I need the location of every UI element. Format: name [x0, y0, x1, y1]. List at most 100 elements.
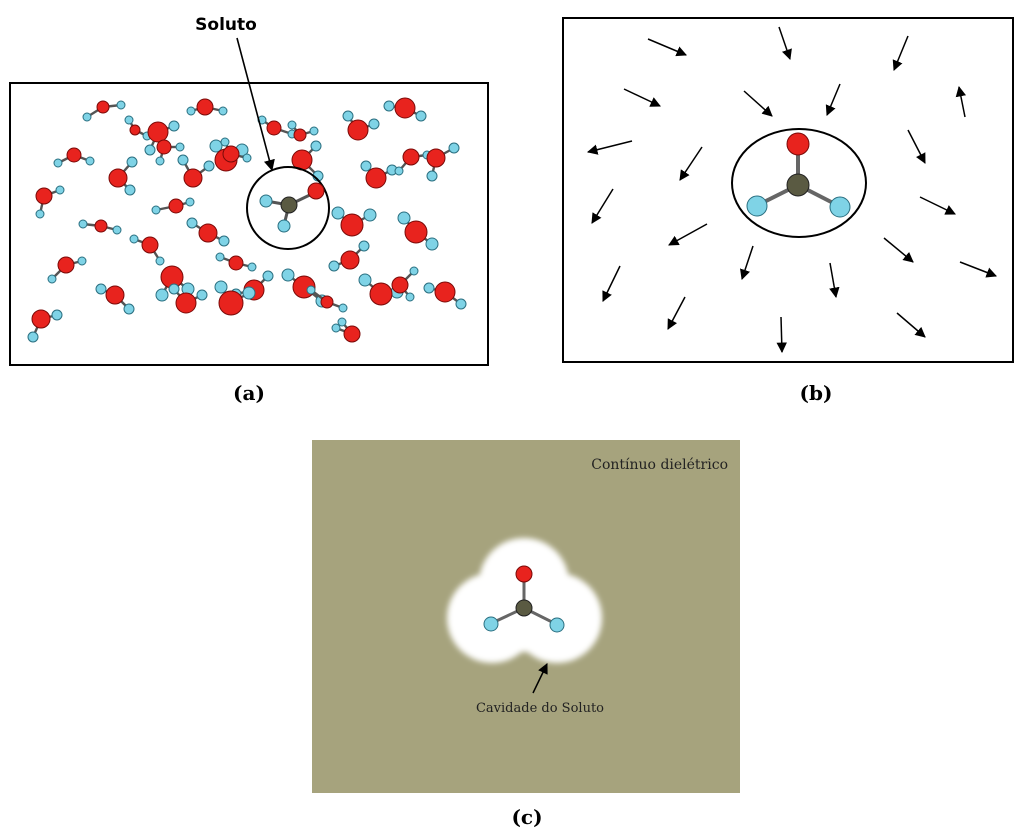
- hydrogen-atom: [214, 280, 228, 294]
- central-atom: [786, 173, 810, 197]
- solute-circle: [246, 166, 330, 250]
- hydrogen-atom: [177, 154, 189, 166]
- water-molecule: [328, 240, 370, 272]
- hydrogen-atom: [394, 166, 404, 176]
- oxygen-atom: [94, 219, 108, 233]
- water-molecule: [342, 110, 380, 141]
- hydrogen-atom: [360, 160, 372, 172]
- field-arrow: [591, 188, 614, 224]
- field-arrows: [586, 26, 997, 354]
- oxygen-atom: [156, 139, 172, 155]
- oxygen-atom: [340, 250, 360, 270]
- hydrogen-atom: [77, 256, 87, 266]
- hydrogen-atom: [218, 106, 228, 116]
- hydrogen-atom: [155, 288, 169, 302]
- field-arrow: [919, 196, 956, 215]
- oxygen-atom: [786, 132, 810, 156]
- hydrogen-atom: [397, 211, 411, 225]
- hydrogen-atom: [309, 126, 319, 136]
- water-molecule: [53, 147, 95, 168]
- hydrogen-atom: [186, 217, 198, 229]
- water-molecule: [47, 256, 87, 284]
- hydrogen-atom: [549, 617, 565, 633]
- hydrogen-atom: [746, 195, 768, 217]
- water-molecule: [186, 217, 230, 247]
- field-arrow: [883, 237, 914, 263]
- water-molecule: [331, 206, 377, 237]
- water-molecule: [423, 281, 467, 310]
- hydrogen-atom: [383, 100, 395, 112]
- central-atom: [280, 196, 298, 214]
- hydrogen-atom: [425, 237, 439, 251]
- field-arrow: [743, 90, 773, 117]
- hydrogen-atom: [116, 100, 126, 110]
- hydrogen-atom: [342, 110, 354, 122]
- water-molecule: [287, 120, 319, 142]
- oxygen-atom: [347, 119, 369, 141]
- hydrogen-atom: [448, 142, 460, 154]
- hydrogen-atom: [368, 118, 380, 130]
- hydrogen-atom: [829, 196, 851, 218]
- oxygen-atom: [391, 276, 409, 294]
- oxygen-atom: [394, 97, 416, 119]
- hydrogen-atom: [259, 194, 273, 208]
- water-molecule: [360, 160, 398, 189]
- water-molecule: [129, 234, 165, 266]
- solute-molecule-c: [483, 565, 565, 633]
- hydrogen-atom: [155, 156, 165, 166]
- central-atom: [515, 599, 533, 617]
- hydrogen-atom: [155, 256, 165, 266]
- oxygen-atom: [96, 100, 110, 114]
- water-molecules: [27, 97, 467, 343]
- oxygen-atom: [198, 223, 218, 243]
- water-molecule: [397, 211, 439, 251]
- hydrogen-atom: [328, 260, 340, 272]
- hydrogen-atom: [220, 137, 230, 147]
- hydrogen-atom: [112, 225, 122, 235]
- oxygen-atom: [402, 148, 420, 166]
- water-molecule: [391, 266, 419, 302]
- water-molecule: [155, 265, 195, 302]
- oxygen-atom: [426, 148, 446, 168]
- field-arrow: [778, 26, 792, 60]
- hydrogen-atom: [53, 158, 63, 168]
- water-molecule: [95, 283, 135, 315]
- hydrogen-atom: [426, 170, 438, 182]
- water-molecule: [82, 100, 126, 122]
- water-molecule: [214, 280, 256, 316]
- hydrogen-atom: [175, 142, 185, 152]
- hydrogen-atom: [151, 205, 161, 215]
- water-molecule: [306, 285, 348, 313]
- solute-callout-label: Soluto: [195, 15, 257, 35]
- oxygen-atom: [35, 187, 53, 205]
- field-arrow: [955, 85, 967, 118]
- oxygen-atom: [57, 256, 75, 274]
- hydrogen-atom: [331, 323, 341, 333]
- water-molecule: [331, 317, 361, 343]
- cavity-callout-arrow: [532, 663, 548, 694]
- water-molecule: [426, 142, 460, 182]
- hydrogen-atom: [242, 286, 256, 300]
- field-arrow: [959, 261, 997, 278]
- oxygen-atom: [340, 213, 364, 237]
- oxygen-atom: [369, 282, 393, 306]
- water-molecule: [186, 98, 228, 116]
- field-arrow: [668, 223, 708, 246]
- hydrogen-atom: [483, 616, 499, 632]
- solute-callout-arrow: [236, 37, 275, 172]
- cavity-label: Cavidade do Soluto: [476, 701, 604, 716]
- hydrogen-atom: [123, 303, 135, 315]
- hydrogen-atom: [95, 283, 107, 295]
- hydrogen-atom: [55, 185, 65, 195]
- hydrogen-atom: [281, 268, 295, 282]
- panel-a: Soluto (a): [9, 15, 489, 405]
- solute-molecule-a: [246, 166, 330, 250]
- oxygen-atom: [222, 145, 240, 163]
- oxygen-atom: [266, 120, 282, 136]
- hydrogen-atom: [358, 240, 370, 252]
- oxygen-atom: [307, 182, 325, 200]
- field-arrow: [602, 265, 621, 302]
- panel-b: (b): [562, 17, 1014, 405]
- hydrogen-atom: [186, 106, 196, 116]
